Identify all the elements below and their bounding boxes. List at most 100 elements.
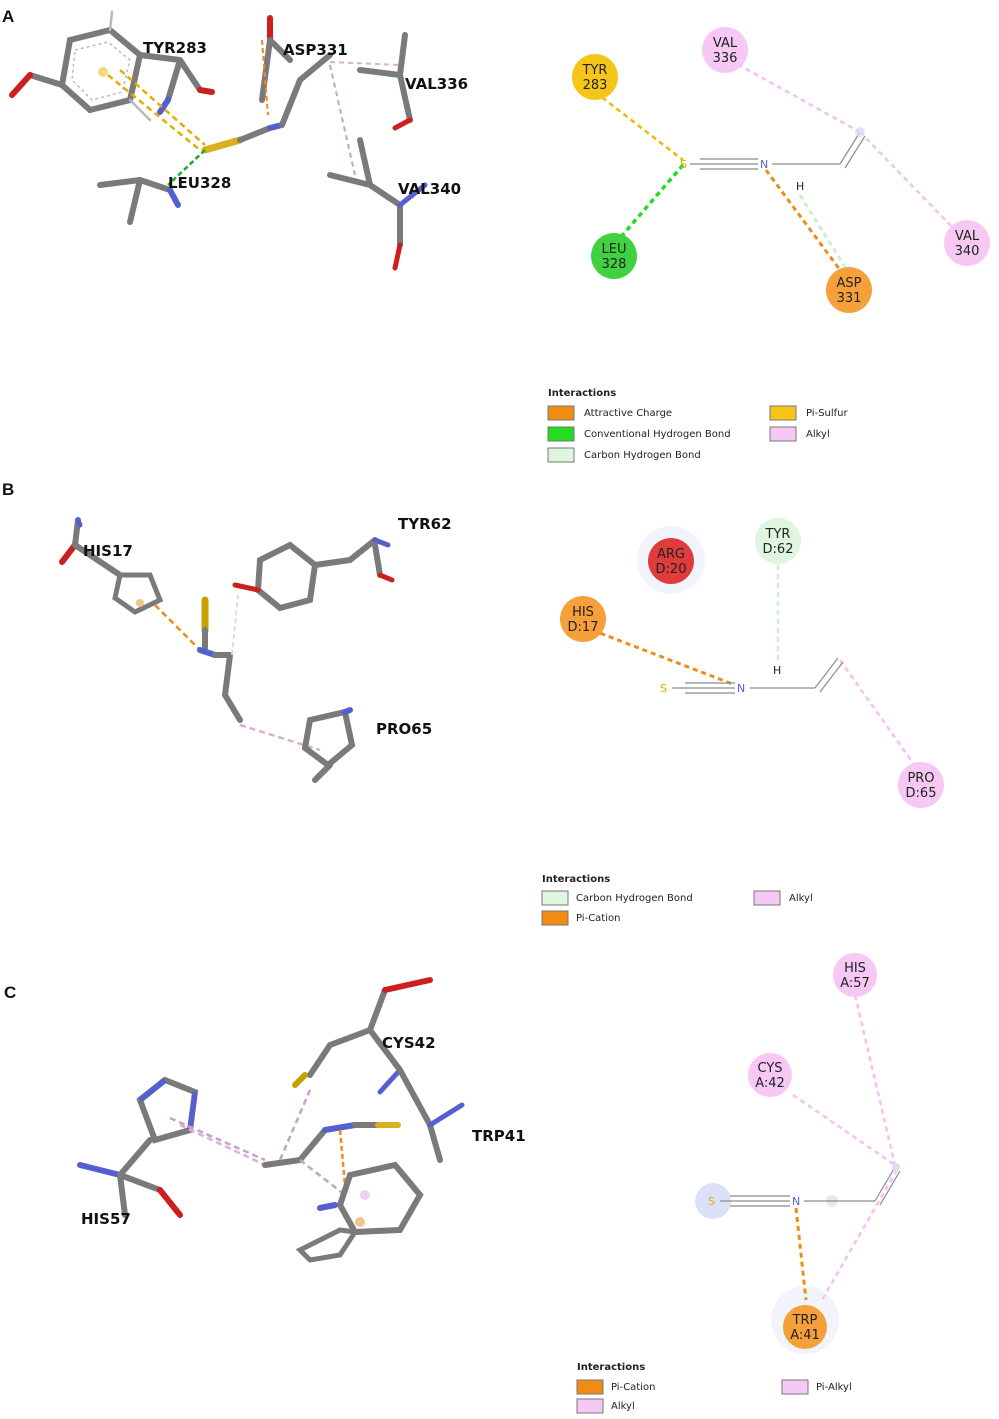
legend-label: Carbon Hydrogen Bond: [576, 893, 693, 904]
alkyl-line-cys42: [792, 1093, 896, 1167]
legend-swatch: [547, 426, 575, 442]
residue-name: PRO: [907, 771, 934, 786]
residue-name: HIS: [572, 605, 594, 620]
residue-number: 331: [837, 291, 862, 306]
panel-b-letter: B: [2, 480, 14, 499]
residue-number: D:17: [568, 620, 599, 635]
residue-node: VAL340: [944, 220, 990, 266]
panel-c-3d-structure: [77, 977, 465, 1263]
residue-disc: [826, 267, 872, 313]
atom-s: S: [680, 158, 687, 171]
pi-alkyl-line: [820, 1169, 899, 1301]
residue-disc: [944, 220, 990, 266]
residue-number: A:41: [790, 1328, 820, 1343]
atom-h: H: [773, 664, 781, 677]
panel-b-label-pro65: PRO65: [376, 720, 432, 738]
residue-number: 336: [713, 51, 738, 66]
alkyl-line: [838, 659, 920, 771]
panel-b-2d-diagram: S N H: [591, 526, 920, 771]
atom-s: S: [708, 1195, 715, 1208]
legend-label: Pi-Cation: [611, 1382, 655, 1393]
panel-c: C: [4, 953, 901, 1414]
hydrogen-bond-line: [612, 163, 685, 247]
legend-swatch: [769, 405, 797, 421]
panel-a-label-tyr283: TYR283: [143, 39, 207, 57]
residue-disc: [560, 596, 606, 642]
legend-label: Alkyl: [611, 1401, 635, 1412]
attractive-charge-line: [764, 169, 842, 271]
panel-a-letter: A: [2, 7, 14, 26]
residue-name: HIS: [844, 961, 866, 976]
residue-disc: [898, 762, 944, 808]
residue-number: D:62: [763, 542, 794, 557]
residue-name: TYR: [582, 63, 608, 78]
atom-n: N: [792, 1195, 800, 1208]
panel-a-label-leu328: LEU328: [168, 174, 231, 192]
residue-number: 340: [955, 244, 980, 259]
legend-swatch: [769, 426, 797, 442]
legend-swatch: [541, 910, 569, 926]
residue-number: 283: [583, 78, 608, 93]
residue-name: ARG: [657, 547, 685, 562]
panel-b: B TYR62: [2, 480, 944, 926]
atom-h: H: [796, 180, 804, 193]
panel-a-2d-diagram: S N H: [594, 58, 956, 273]
panel-a-label-asp331: ASP331: [283, 41, 348, 59]
residue-node: TYR283: [572, 54, 618, 100]
residue-disc: [572, 54, 618, 100]
legend-swatch: [753, 890, 781, 906]
legend-swatch: [547, 405, 575, 421]
panel-a: A: [2, 7, 990, 463]
residue-name: CYS: [757, 1061, 782, 1076]
residue-node: VAL336: [702, 27, 748, 73]
residue-number: 328: [602, 257, 627, 272]
residue-number: A:57: [840, 976, 870, 991]
legend-label: Alkyl: [789, 893, 813, 904]
legend-title: Interactions: [542, 874, 610, 885]
residue-number: A:42: [755, 1076, 785, 1091]
panel-b-label-tyr62: TYR62: [398, 515, 452, 533]
legend-title: Interactions: [577, 1362, 645, 1373]
residue-name: TYR: [765, 527, 791, 542]
panel-a-legend: Interactions Attractive Charge Pi-Sulfur…: [547, 388, 849, 463]
residue-disc: [702, 27, 748, 73]
panel-c-label-his57: HIS57: [81, 1210, 131, 1228]
residue-disc: [833, 953, 877, 997]
legend-title: Interactions: [548, 388, 616, 399]
legend-swatch: [576, 1379, 604, 1395]
pi-sulfur-line: [594, 91, 684, 161]
panel-b-label-his17: HIS17: [83, 542, 133, 560]
legend-label: Pi-Cation: [576, 913, 620, 924]
residue-node: ASP331: [826, 267, 872, 313]
legend-swatch: [781, 1379, 809, 1395]
panel-c-legend: Interactions Pi-Cation Pi-Alkyl Alkyl: [576, 1362, 852, 1414]
alkyl-line-his57: [853, 994, 897, 1166]
residue-name: ASP: [837, 276, 862, 291]
panel-a-label-val340: VAL340: [398, 180, 461, 198]
residue-disc: [648, 538, 694, 584]
residue-disc: [748, 1053, 792, 1097]
residue-disc: [755, 518, 801, 564]
atom-s: S: [660, 682, 667, 695]
residue-disc: [591, 233, 637, 279]
atom-n: N: [760, 158, 768, 171]
alkyl-line-336: [729, 58, 861, 134]
legend-label: Alkyl: [806, 429, 830, 440]
legend-swatch: [541, 890, 569, 906]
legend-label: Conventional Hydrogen Bond: [584, 429, 731, 440]
alkyl-line-340: [859, 131, 956, 231]
residue-number: D:65: [906, 786, 937, 801]
legend-label: Pi-Alkyl: [816, 1382, 852, 1393]
legend-swatch: [576, 1398, 604, 1414]
legend-label: Carbon Hydrogen Bond: [584, 450, 701, 461]
residue-name: TRP: [792, 1313, 818, 1328]
residue-node: LEU328: [591, 233, 637, 279]
panel-a-3d-structure: [9, 10, 428, 271]
